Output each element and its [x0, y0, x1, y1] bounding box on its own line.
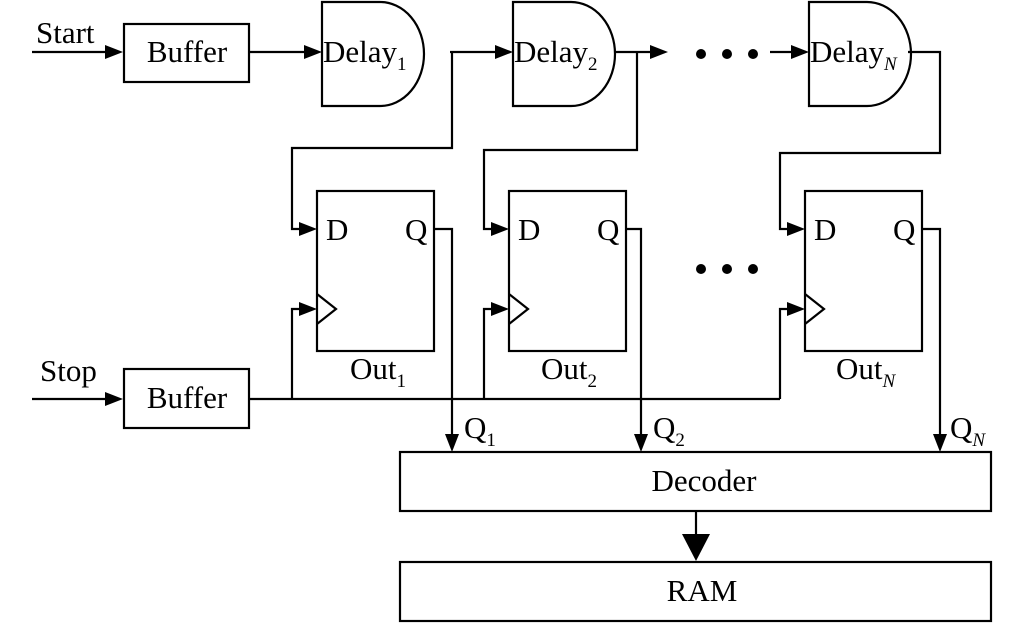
flipflop-2: D Q Out2 [507, 189, 628, 392]
flipflop-n: D Q OutN [803, 189, 924, 392]
q2-arrowhead [634, 434, 648, 452]
ff-1-d-pin: D [326, 212, 348, 247]
svg-text:OutN: OutN [836, 351, 897, 392]
ff-1-q-pin: Q [405, 212, 427, 247]
delay-chain-ellipsis [696, 49, 758, 59]
start-label: Start [36, 15, 95, 50]
qn-label: Q [950, 410, 972, 445]
ff-n-q-pin: Q [893, 212, 915, 247]
ram-input-arrowhead [682, 534, 710, 561]
qn-wire [922, 227, 942, 436]
delay-n: DelayN [807, 0, 913, 108]
clock-2-wire [482, 307, 492, 399]
ff-2-subscript: 2 [588, 371, 598, 392]
q2-wire [626, 227, 643, 436]
svg-text:Delay2: Delay2 [514, 34, 598, 75]
clock-1-wire [290, 307, 300, 399]
ff-n-clock-triangle [804, 293, 826, 325]
flipflop-1: D Q Out1 [315, 189, 436, 392]
q1-label: Q [464, 410, 486, 445]
start-buffer: Buffer [122, 22, 251, 84]
ff-2-q-pin: Q [597, 212, 619, 247]
qn-arrowhead [933, 434, 947, 452]
ff-1-clk-arrowhead [299, 302, 317, 316]
ff-1-d-arrowhead [299, 222, 317, 236]
ff-2-clock-triangle [508, 293, 530, 325]
ff-n-subscript: N [882, 371, 897, 392]
qn-subscript: N [971, 430, 986, 451]
ff-2-label: Out [541, 351, 588, 386]
delay-1-subscript: 1 [397, 54, 407, 75]
ff-n-d-arrowhead [787, 222, 805, 236]
start-buffer-label: Buffer [147, 34, 228, 69]
delay2-input-arrowhead [495, 45, 513, 59]
delay-2-subscript: 2 [588, 54, 598, 75]
stop-buffer: Buffer [122, 367, 251, 430]
stop-buffer-label: Buffer [147, 380, 228, 415]
svg-text:Q2: Q2 [653, 410, 685, 451]
ff-2-d-arrowhead [491, 222, 509, 236]
svg-text:DelayN: DelayN [810, 34, 898, 75]
ram-block: RAM [398, 560, 993, 623]
tap-1-wire [290, 52, 454, 231]
stop-arrowhead [105, 392, 123, 406]
ff-2-d-pin: D [518, 212, 540, 247]
ff-1-clock-triangle [316, 293, 338, 325]
delayN-input-arrowhead [791, 45, 809, 59]
delay2-output-arrowhead [650, 45, 668, 59]
q1-subscript: 1 [486, 430, 496, 451]
ff-2-clk-arrowhead [491, 302, 509, 316]
q2-label: Q [653, 410, 675, 445]
decoder-block: Decoder [398, 450, 993, 513]
svg-text:Delay1: Delay1 [323, 34, 407, 75]
svg-text:Out1: Out1 [350, 351, 406, 392]
tap-2-wire [482, 52, 639, 231]
delay-2-label: Delay [514, 34, 589, 69]
delay-n-label: Delay [810, 34, 885, 69]
svg-text:QN: QN [950, 410, 986, 451]
ff-1-subscript: 1 [397, 371, 407, 392]
stop-label: Stop [40, 353, 97, 388]
ff-1-label: Out [350, 351, 397, 386]
tap-n-wire [778, 50, 942, 231]
delay1-input-arrowhead [304, 45, 322, 59]
decoder-label: Decoder [652, 463, 758, 498]
ff-n-label: Out [836, 351, 883, 386]
svg-text:Out2: Out2 [541, 351, 597, 392]
q1-wire [434, 227, 454, 436]
start-arrowhead [105, 45, 123, 59]
clock-n-wire [778, 307, 788, 399]
delay-1-label: Delay [323, 34, 398, 69]
delay-2: Delay2 [511, 0, 617, 108]
ff-n-d-pin: D [814, 212, 836, 247]
svg-text:Q1: Q1 [464, 410, 496, 451]
q2-subscript: 2 [675, 430, 685, 451]
ff-n-clk-arrowhead [787, 302, 805, 316]
delay-n-subscript: N [883, 54, 898, 75]
delay-1: Delay1 [320, 0, 426, 108]
q1-arrowhead [445, 434, 459, 452]
flipflop-ellipsis [696, 264, 758, 274]
ram-label: RAM [667, 573, 738, 608]
